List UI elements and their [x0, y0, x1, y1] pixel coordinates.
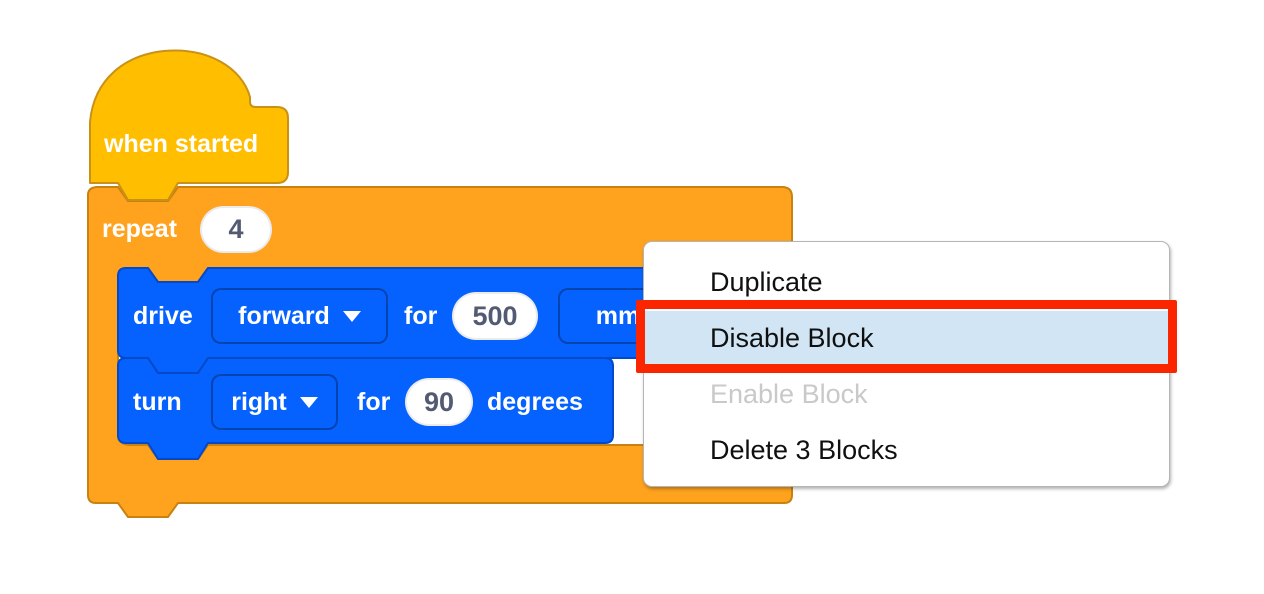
repeat-count-input[interactable]: 4 [200, 206, 272, 253]
drive-label: drive [133, 301, 193, 330]
turn-for-label: for [357, 387, 391, 416]
when-started-hat-block[interactable] [89, 49, 289, 201]
drive-direction-value: forward [238, 301, 330, 330]
menu-item-delete-blocks[interactable]: Delete 3 Blocks [710, 434, 898, 465]
menu-item-duplicate[interactable]: Duplicate [710, 266, 823, 297]
turn-degrees-label: degrees [487, 387, 583, 416]
red-highlight-annotation [636, 300, 1177, 373]
repeat-label: repeat [102, 214, 178, 243]
turn-label: turn [133, 387, 182, 416]
turn-angle-input[interactable]: 90 [405, 378, 473, 426]
menu-item-disable-block[interactable]: Disable Block [644, 311, 1169, 365]
drive-distance-input[interactable]: 500 [452, 292, 538, 340]
turn-direction-value: right [231, 387, 287, 416]
menu-item-enable-block: Enable Block [710, 378, 868, 409]
drive-direction-dropdown[interactable]: forward [211, 288, 388, 344]
drive-for-label: for [404, 301, 438, 330]
dropdown-arrow-icon [299, 396, 318, 408]
turn-direction-dropdown[interactable]: right [211, 374, 338, 430]
when-started-label: when started [104, 129, 259, 158]
dropdown-arrow-icon [342, 310, 361, 322]
drive-unit-value: mm [595, 301, 641, 330]
